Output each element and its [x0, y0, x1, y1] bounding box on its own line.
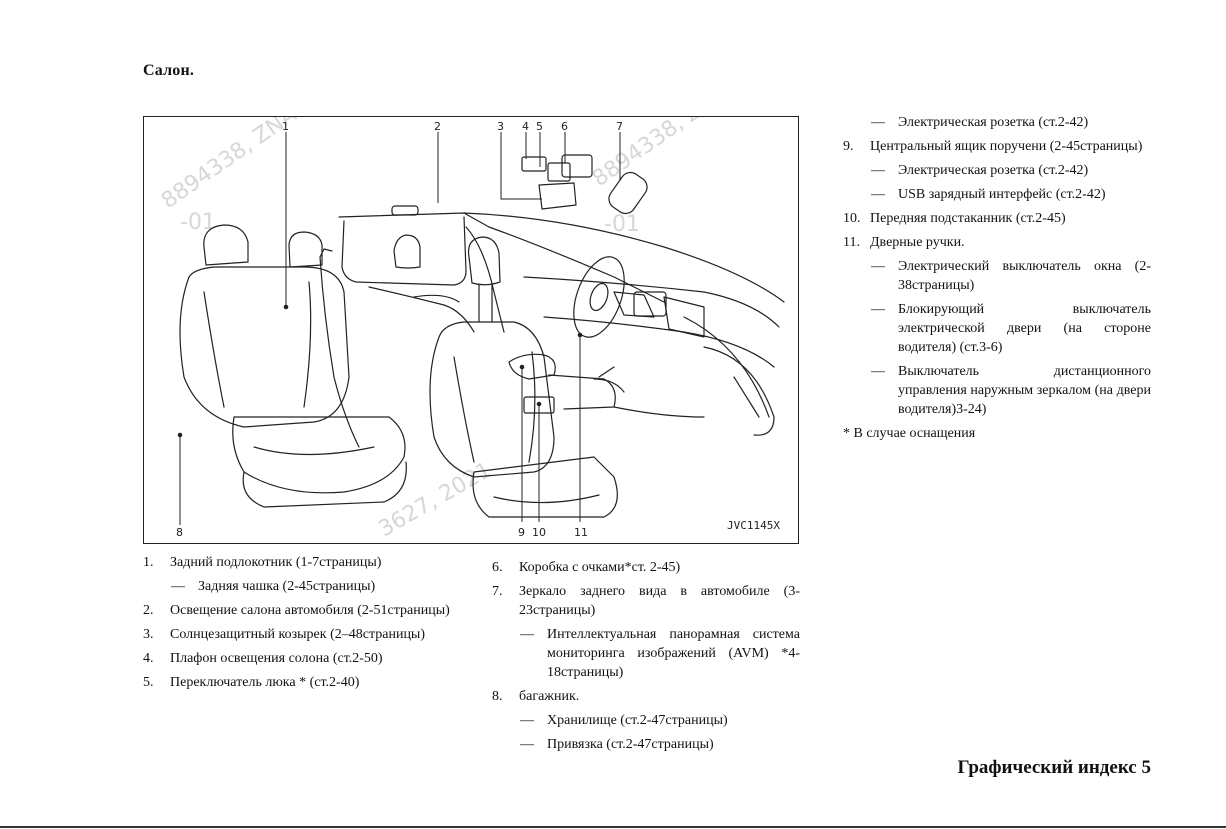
legend-column-3: — Электрическая розетка (ст.2-42) 9. Центра…	[843, 113, 1151, 443]
legend-item-number: 9.	[843, 139, 854, 154]
legend-item: 5. Переключатель люка * (ст.2-40)	[143, 673, 450, 692]
watermark: 3627, 2021	[375, 458, 497, 542]
legend-item: 3. Солнцезащитный козырек (2–48страницы)	[143, 625, 450, 644]
legend-subitem: — Выключатель дистанционного управления н…	[843, 362, 1151, 419]
legend-subitem: — Электрический выключатель окна (2-38стр…	[843, 257, 1151, 295]
legend-item-number: 2.	[143, 603, 154, 618]
legend-subitem: — Электрическая розетка (ст.2-42)	[843, 113, 1151, 132]
footnote: * В случае оснащения	[843, 424, 1151, 443]
legend-text: багажник.	[519, 689, 580, 704]
legend-text: Коробка с очками*ст. 2-45)	[519, 560, 681, 575]
callout-11: 11	[574, 526, 588, 539]
callout-10: 10	[532, 526, 546, 539]
legend-subitem: — Электрическая розетка (ст.2-42)	[843, 161, 1151, 180]
legend-dash: —	[871, 163, 885, 178]
page-footer: Графический индекс 5	[957, 757, 1151, 778]
legend-item-number: 7.	[492, 584, 503, 599]
bottom-rule	[0, 826, 1226, 828]
legend-dash: —	[871, 187, 885, 202]
legend-text: Хранилище (ст.2-47страницы)	[547, 713, 728, 728]
legend-text: Задняя чашка (2-45страницы)	[198, 579, 376, 594]
legend-dash: —	[520, 627, 534, 642]
figure-code: JVC1145X	[727, 519, 780, 532]
legend-item-number: 11.	[843, 235, 860, 250]
watermark: 8894338, ZNA	[157, 117, 301, 214]
legend-dash: —	[171, 579, 185, 594]
legend-text: Дверные ручки.	[870, 235, 965, 250]
legend-text: * В случае оснащения	[843, 426, 976, 441]
legend-dash: —	[520, 713, 534, 728]
watermark: 8894338, ZNA	[588, 117, 732, 192]
legend-text: Плафон освещения солона (ст.2-50)	[170, 651, 383, 666]
legend-text: Освещение салона автомобиля (2-51страниц…	[170, 603, 450, 618]
legend-text: Электрическая розетка (ст.2-42)	[898, 115, 1089, 130]
callout-8: 8	[176, 526, 183, 539]
legend-dash: —	[871, 302, 885, 317]
legend-dash: —	[871, 364, 885, 379]
legend-text: Переключатель люка * (ст.2-40)	[170, 675, 360, 690]
callout-2: 2	[434, 120, 441, 133]
legend-text: Интеллектуальная панорамная система мони…	[547, 627, 800, 680]
legend-text: Электрический выключатель окна (2-38стра…	[898, 259, 1151, 293]
section-title: Салон.	[143, 62, 195, 79]
legend-column-1: 1. Задний подлокотник (1-7страницы) — Задня…	[143, 553, 450, 697]
legend-text: Выключатель дистанционного управления на…	[898, 364, 1151, 417]
legend-text: Солнцезащитный козырек (2–48страницы)	[170, 627, 426, 642]
legend-item: 9. Центральный ящик поручени (2-45страниц…	[843, 137, 1151, 156]
legend-text: Зеркало заднего вида в автомобиле (3-23с…	[519, 584, 800, 618]
callout-9: 9	[518, 526, 525, 539]
legend-text: USB зарядный интерфейс (ст.2-42)	[898, 187, 1106, 202]
callout-7: 7	[616, 120, 623, 133]
legend-item-number: 6.	[492, 560, 503, 575]
callout-6: 6	[561, 120, 568, 133]
callouts-top: 1 2 3 4 5 6 7	[282, 120, 623, 133]
legend-item: 2. Освещение салона автомобиля (2-51стран…	[143, 601, 450, 620]
legend-text: Центральный ящик поручени (2-45страницы)	[870, 139, 1143, 154]
legend-text: Задний подлокотник (1-7страницы)	[170, 555, 382, 570]
legend-item: 8. багажник.	[492, 687, 800, 706]
legend-subitem: — Хранилище (ст.2-47страницы)	[492, 711, 800, 730]
interior-illustration: 8894338, ZNA -01 8894338, ZNA -01 3627, …	[143, 116, 799, 544]
legend-text: Блокирующий выключатель электрической дв…	[898, 302, 1151, 355]
legend-dash: —	[871, 115, 885, 130]
legend-subitem: — Интеллектуальная панорамная система мон…	[492, 625, 800, 682]
watermark: -01	[604, 212, 640, 237]
legend-text: Передняя подстаканник (ст.2-45)	[870, 211, 1066, 226]
callout-4: 4	[522, 120, 529, 133]
legend-item-number: 5.	[143, 675, 154, 690]
legend-item-number: 4.	[143, 651, 154, 666]
legend-item: 10. Передняя подстаканник (ст.2-45)	[843, 209, 1151, 228]
legend-column-2: 6. Коробка с очками*ст. 2-45) 7. Зеркало за…	[492, 558, 800, 759]
line-art	[179, 154, 785, 518]
legend-item: 4. Плафон освещения солона (ст.2-50)	[143, 649, 450, 668]
legend-item-number: 3.	[143, 627, 154, 642]
watermark: -01	[180, 210, 216, 235]
legend-subitem: — Привязка (ст.2-47страницы)	[492, 735, 800, 754]
legend-item-number: 1.	[143, 555, 154, 570]
legend-item-number: 10.	[843, 211, 861, 226]
callout-3: 3	[497, 120, 504, 133]
legend-subitem: — USB зарядный интерфейс (ст.2-42)	[843, 185, 1151, 204]
legend-subitem: — Блокирующий выключатель электрической д…	[843, 300, 1151, 357]
legend-dash: —	[871, 259, 885, 274]
callouts-bottom: 8 9 10 11	[176, 526, 588, 539]
leader-lines	[177, 132, 621, 525]
legend-item: 11. Дверные ручки.	[843, 233, 1151, 252]
interior-drawing: 8894338, ZNA -01 8894338, ZNA -01 3627, …	[157, 117, 785, 542]
legend-item: 7. Зеркало заднего вида в автомобиле (3-2…	[492, 582, 800, 620]
legend-item-number: 8.	[492, 689, 503, 704]
legend-text: Электрическая розетка (ст.2-42)	[898, 163, 1089, 178]
callout-5: 5	[536, 120, 543, 133]
legend-dash: —	[520, 737, 534, 752]
legend-text: Привязка (ст.2-47страницы)	[547, 737, 714, 752]
legend-item: 6. Коробка с очками*ст. 2-45)	[492, 558, 800, 577]
callout-1: 1	[282, 120, 289, 133]
legend-item: 1. Задний подлокотник (1-7страницы)	[143, 553, 450, 572]
legend-subitem: — Задняя чашка (2-45страницы)	[143, 577, 450, 596]
